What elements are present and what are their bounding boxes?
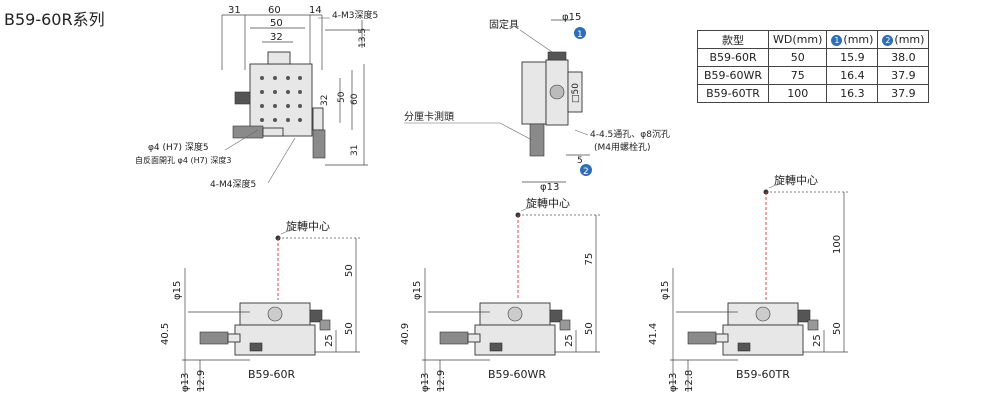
dim-wd: 100 [832, 235, 843, 254]
cell-v1: 15.9 [826, 48, 879, 67]
dim-phi15: φ15 [412, 281, 423, 300]
dim-h2: 50 [344, 322, 355, 335]
label-rotation-center: 旋轉中心 [774, 173, 818, 187]
dim-v50: 50 [337, 91, 347, 103]
header-col1: 1(mm) [826, 30, 879, 49]
dim-32: 32 [270, 32, 283, 43]
dim-phi13: φ13 [180, 373, 191, 392]
cell-model: B59-60TR [696, 84, 770, 103]
label-holes: 4-4.5通孔、φ8沉孔 [590, 129, 670, 140]
header-col2: 2(mm) [877, 30, 930, 49]
dim-31: 31 [228, 5, 241, 16]
dim-50: 50 [270, 18, 283, 29]
svg-text:2: 2 [583, 167, 589, 177]
spec-header-row: 款型 WD(mm) 1(mm) 2(mm) [696, 30, 930, 49]
label-m3: 4-M3深度5 [332, 9, 378, 21]
front-view-1: 旋轉中心 50 50 25 φ15 40.5 φ13 12.9 B59-60R [160, 219, 360, 392]
dim-25: 25 [324, 334, 335, 347]
cell-v1: 16.3 [826, 84, 879, 103]
side-lock [234, 91, 251, 105]
dim-h2: 50 [832, 322, 843, 335]
label-m4: 4-M4深度5 [210, 178, 256, 190]
dim-h: 40.9 [400, 323, 411, 345]
dim-phi15: φ15 [172, 281, 183, 300]
stage-body [249, 63, 313, 137]
label-phi4: φ4 (H7) 深度5 [148, 141, 209, 153]
bottom-views: 旋轉中心 50 50 25 φ15 40.5 φ13 12.9 B59-60R 旋轉中心 75 50 2… [160, 173, 848, 392]
badge-1-icon: 1 [831, 34, 843, 46]
dim-v32: 32 [320, 95, 330, 106]
dim-phi13: φ13 [420, 373, 431, 392]
model-label: B59-60WR [488, 368, 546, 381]
dim-14: 14 [309, 5, 322, 16]
top-clamp [267, 51, 291, 65]
label-micrometer: 分厘卡測頭 [404, 110, 454, 123]
label-rotation-center: 旋轉中心 [526, 196, 570, 210]
badge-2-icon [580, 164, 592, 176]
badge-2-icon: 2 [882, 34, 894, 46]
dim-h: 40.5 [160, 323, 171, 345]
dim-phi13-side: φ13 [540, 182, 559, 193]
cell-wd: 100 [768, 84, 828, 103]
dim-5: 5 [577, 156, 583, 166]
micrometer-y [312, 129, 326, 159]
stage-base [474, 324, 556, 356]
stage-base [234, 324, 316, 356]
dim-phi13: φ13 [668, 373, 679, 392]
micrometer [687, 331, 717, 345]
top-view: 31 60 14 50 32 4-M3深度5 13.5 32 50 60 31 [135, 5, 378, 190]
dim-12-9: 12.9 [436, 370, 447, 392]
cell-v2: 37.9 [877, 84, 930, 103]
label-reverse: 自反面開孔 φ4 (H7) 深度3 [135, 155, 231, 165]
front-view-3: 旋轉中心 100 50 25 φ15 41.4 φ13 12.8 B59-60TR [648, 173, 848, 392]
page-title: B59-60R系列 [4, 10, 105, 29]
badge-1-icon [574, 27, 586, 39]
dim-h: 41.4 [648, 323, 659, 345]
model-label: B59-60TR [736, 368, 790, 381]
dim-13-5: 13.5 [358, 28, 368, 48]
dim-25: 25 [564, 334, 575, 347]
model-label: B59-60R [248, 368, 296, 381]
dim-25: 25 [812, 334, 823, 347]
label-fixture: 固定具 [489, 18, 519, 31]
dim-v60: 60 [350, 93, 360, 105]
label-bolt: (M4用螺栓孔) [594, 141, 651, 153]
dim-wd: 50 [344, 264, 355, 277]
dim-wd: 75 [584, 253, 595, 266]
label-rotation-center: 旋轉中心 [286, 219, 330, 233]
stage-base [722, 324, 804, 356]
dim-v31: 31 [350, 145, 360, 156]
dim-phi15: φ15 [660, 281, 671, 300]
dim-12-9: 12.8 [684, 370, 695, 392]
cell-model: B59-60R [696, 48, 770, 67]
dim-12-9: 12.9 [196, 370, 207, 392]
micrometer [439, 331, 469, 345]
dim-phi15-side: φ15 [562, 12, 581, 23]
dim-60: 60 [268, 5, 281, 16]
header-wd: WD(mm) [768, 30, 828, 49]
dim-sq50: □50 [571, 83, 581, 103]
side-micrometer [529, 123, 545, 157]
dim-h2: 50 [584, 322, 595, 335]
side-body [521, 61, 547, 125]
micrometer [199, 331, 229, 345]
front-view-2: 旋轉中心 75 50 25 φ15 40.9 φ13 12.9 B59-60WR [400, 196, 600, 392]
svg-text:1: 1 [577, 30, 583, 40]
side-view: 固定具 φ15 1 □50 分厘卡測頭 4-4.5通孔、φ8沉孔 (M4用螺栓孔… [404, 12, 670, 193]
cell-v2: 37.9 [877, 66, 930, 85]
